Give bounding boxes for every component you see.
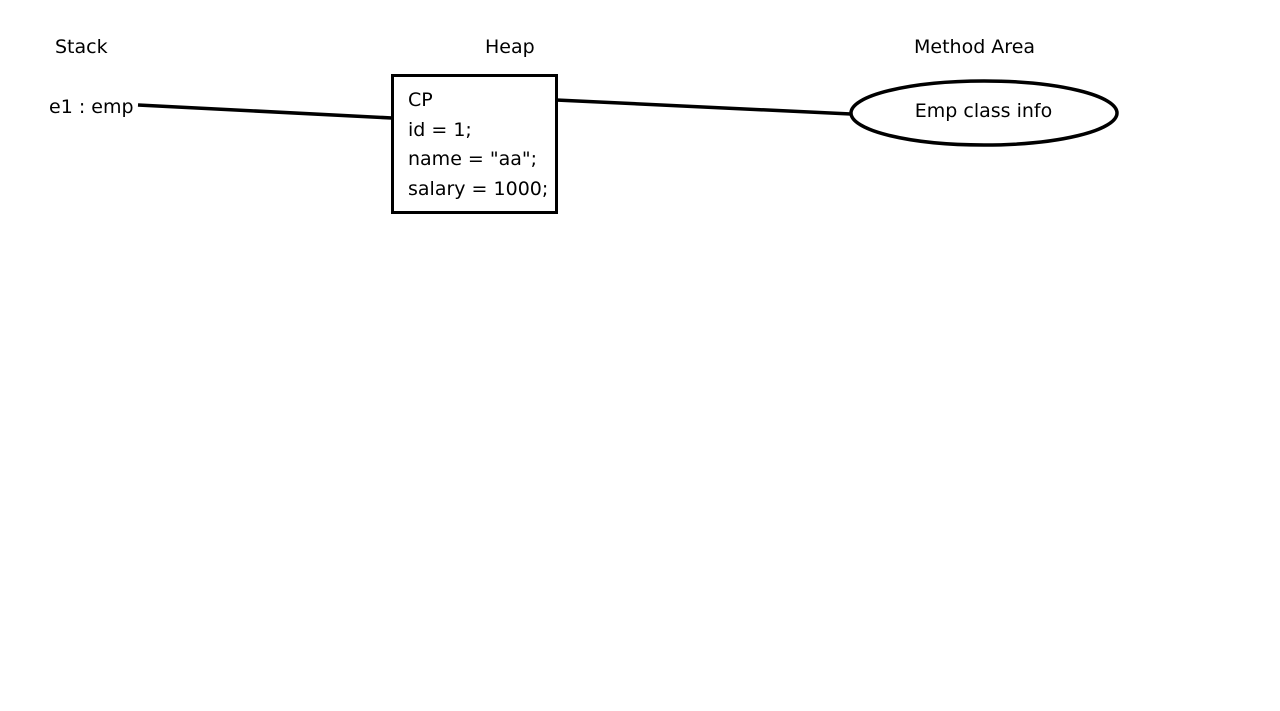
heap-object-fields: CP id = 1; name = "aa"; salary = 1000;: [408, 86, 548, 204]
heap-line-salary: salary = 1000;: [408, 177, 549, 200]
method-area-ellipse: [849, 79, 1119, 147]
stack-variable-label: e1 : emp: [49, 96, 134, 118]
heap-line-name: name = "aa";: [408, 148, 538, 170]
heap-line-cp: CP: [408, 89, 433, 111]
heap-object-box: CP id = 1; name = "aa"; salary = 1000;: [391, 74, 558, 214]
heap-to-method-area-connector: [555, 98, 852, 116]
heap-line-id: id = 1;: [408, 118, 472, 141]
method-area-header: Method Area: [914, 36, 1036, 58]
class-info-label: Emp class info: [914, 100, 1053, 122]
stack-header: Stack: [55, 36, 108, 58]
stack-to-heap-connector: [137, 103, 393, 120]
heap-header: Heap: [485, 36, 535, 58]
